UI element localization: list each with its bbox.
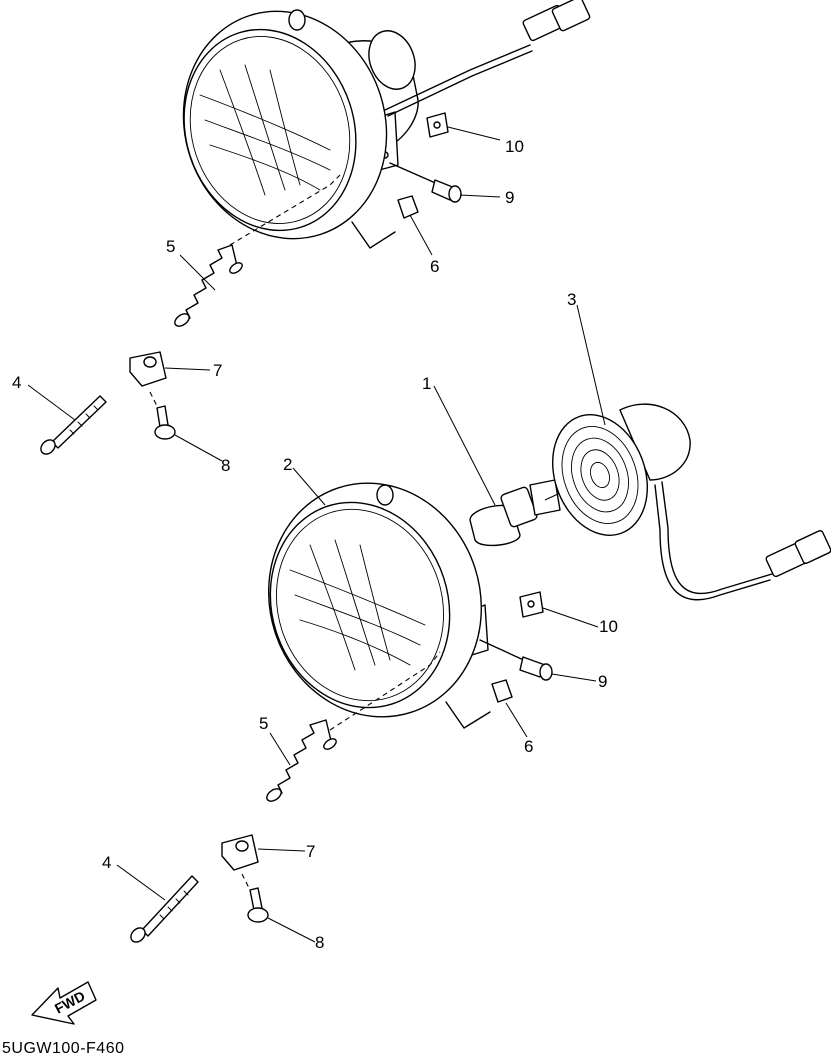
- lower-spring-5: [266, 719, 337, 802]
- upper-clip-nut-10: [426, 112, 449, 138]
- socket-reflector-3: [551, 403, 831, 601]
- upper-screw-9: [389, 162, 462, 203]
- upper-screw-8: [154, 405, 176, 440]
- upper-headlight-assembly: [182, 0, 591, 246]
- upper-bracket-7: [129, 351, 167, 387]
- callout-10-bottom: 10: [599, 617, 618, 636]
- lower-headlight-assembly: [267, 482, 489, 731]
- leader-lines: [27, 126, 606, 943]
- upper-bolt-4: [40, 395, 107, 455]
- lower-screw-8: [247, 887, 269, 923]
- callout-4-bottom: 4: [102, 853, 111, 872]
- callout-9-top: 9: [505, 188, 514, 207]
- lower-bolt-4: [130, 875, 199, 943]
- callout-2: 2: [283, 455, 292, 474]
- lower-clip-nut-10: [519, 591, 544, 618]
- callout-3: 3: [567, 290, 576, 309]
- callout-8-top: 8: [221, 456, 230, 475]
- callout-1: 1: [422, 374, 431, 393]
- callout-6-top: 6: [430, 257, 439, 276]
- lower-screw-9: [479, 639, 553, 681]
- bulb-1: [469, 479, 561, 547]
- callout-4-top: 4: [12, 373, 21, 392]
- callout-6-bottom: 6: [524, 737, 533, 756]
- callout-9-bottom: 9: [598, 672, 607, 691]
- callout-5-top: 5: [166, 237, 175, 256]
- lower-nut-6: [491, 679, 513, 703]
- fwd-arrow-icon: FWD: [31, 981, 97, 1025]
- lower-bracket-7: [221, 834, 259, 871]
- upper-nut-6: [397, 195, 419, 219]
- drawing-code: 5UGW100-F460: [2, 1040, 125, 1057]
- callout-8-bottom: 8: [315, 933, 324, 952]
- upper-spring-5: [174, 244, 243, 327]
- callout-5-bottom: 5: [259, 714, 268, 733]
- callout-10-top: 10: [505, 137, 524, 156]
- callout-7-bottom: 7: [306, 842, 315, 861]
- callout-7-top: 7: [213, 361, 222, 380]
